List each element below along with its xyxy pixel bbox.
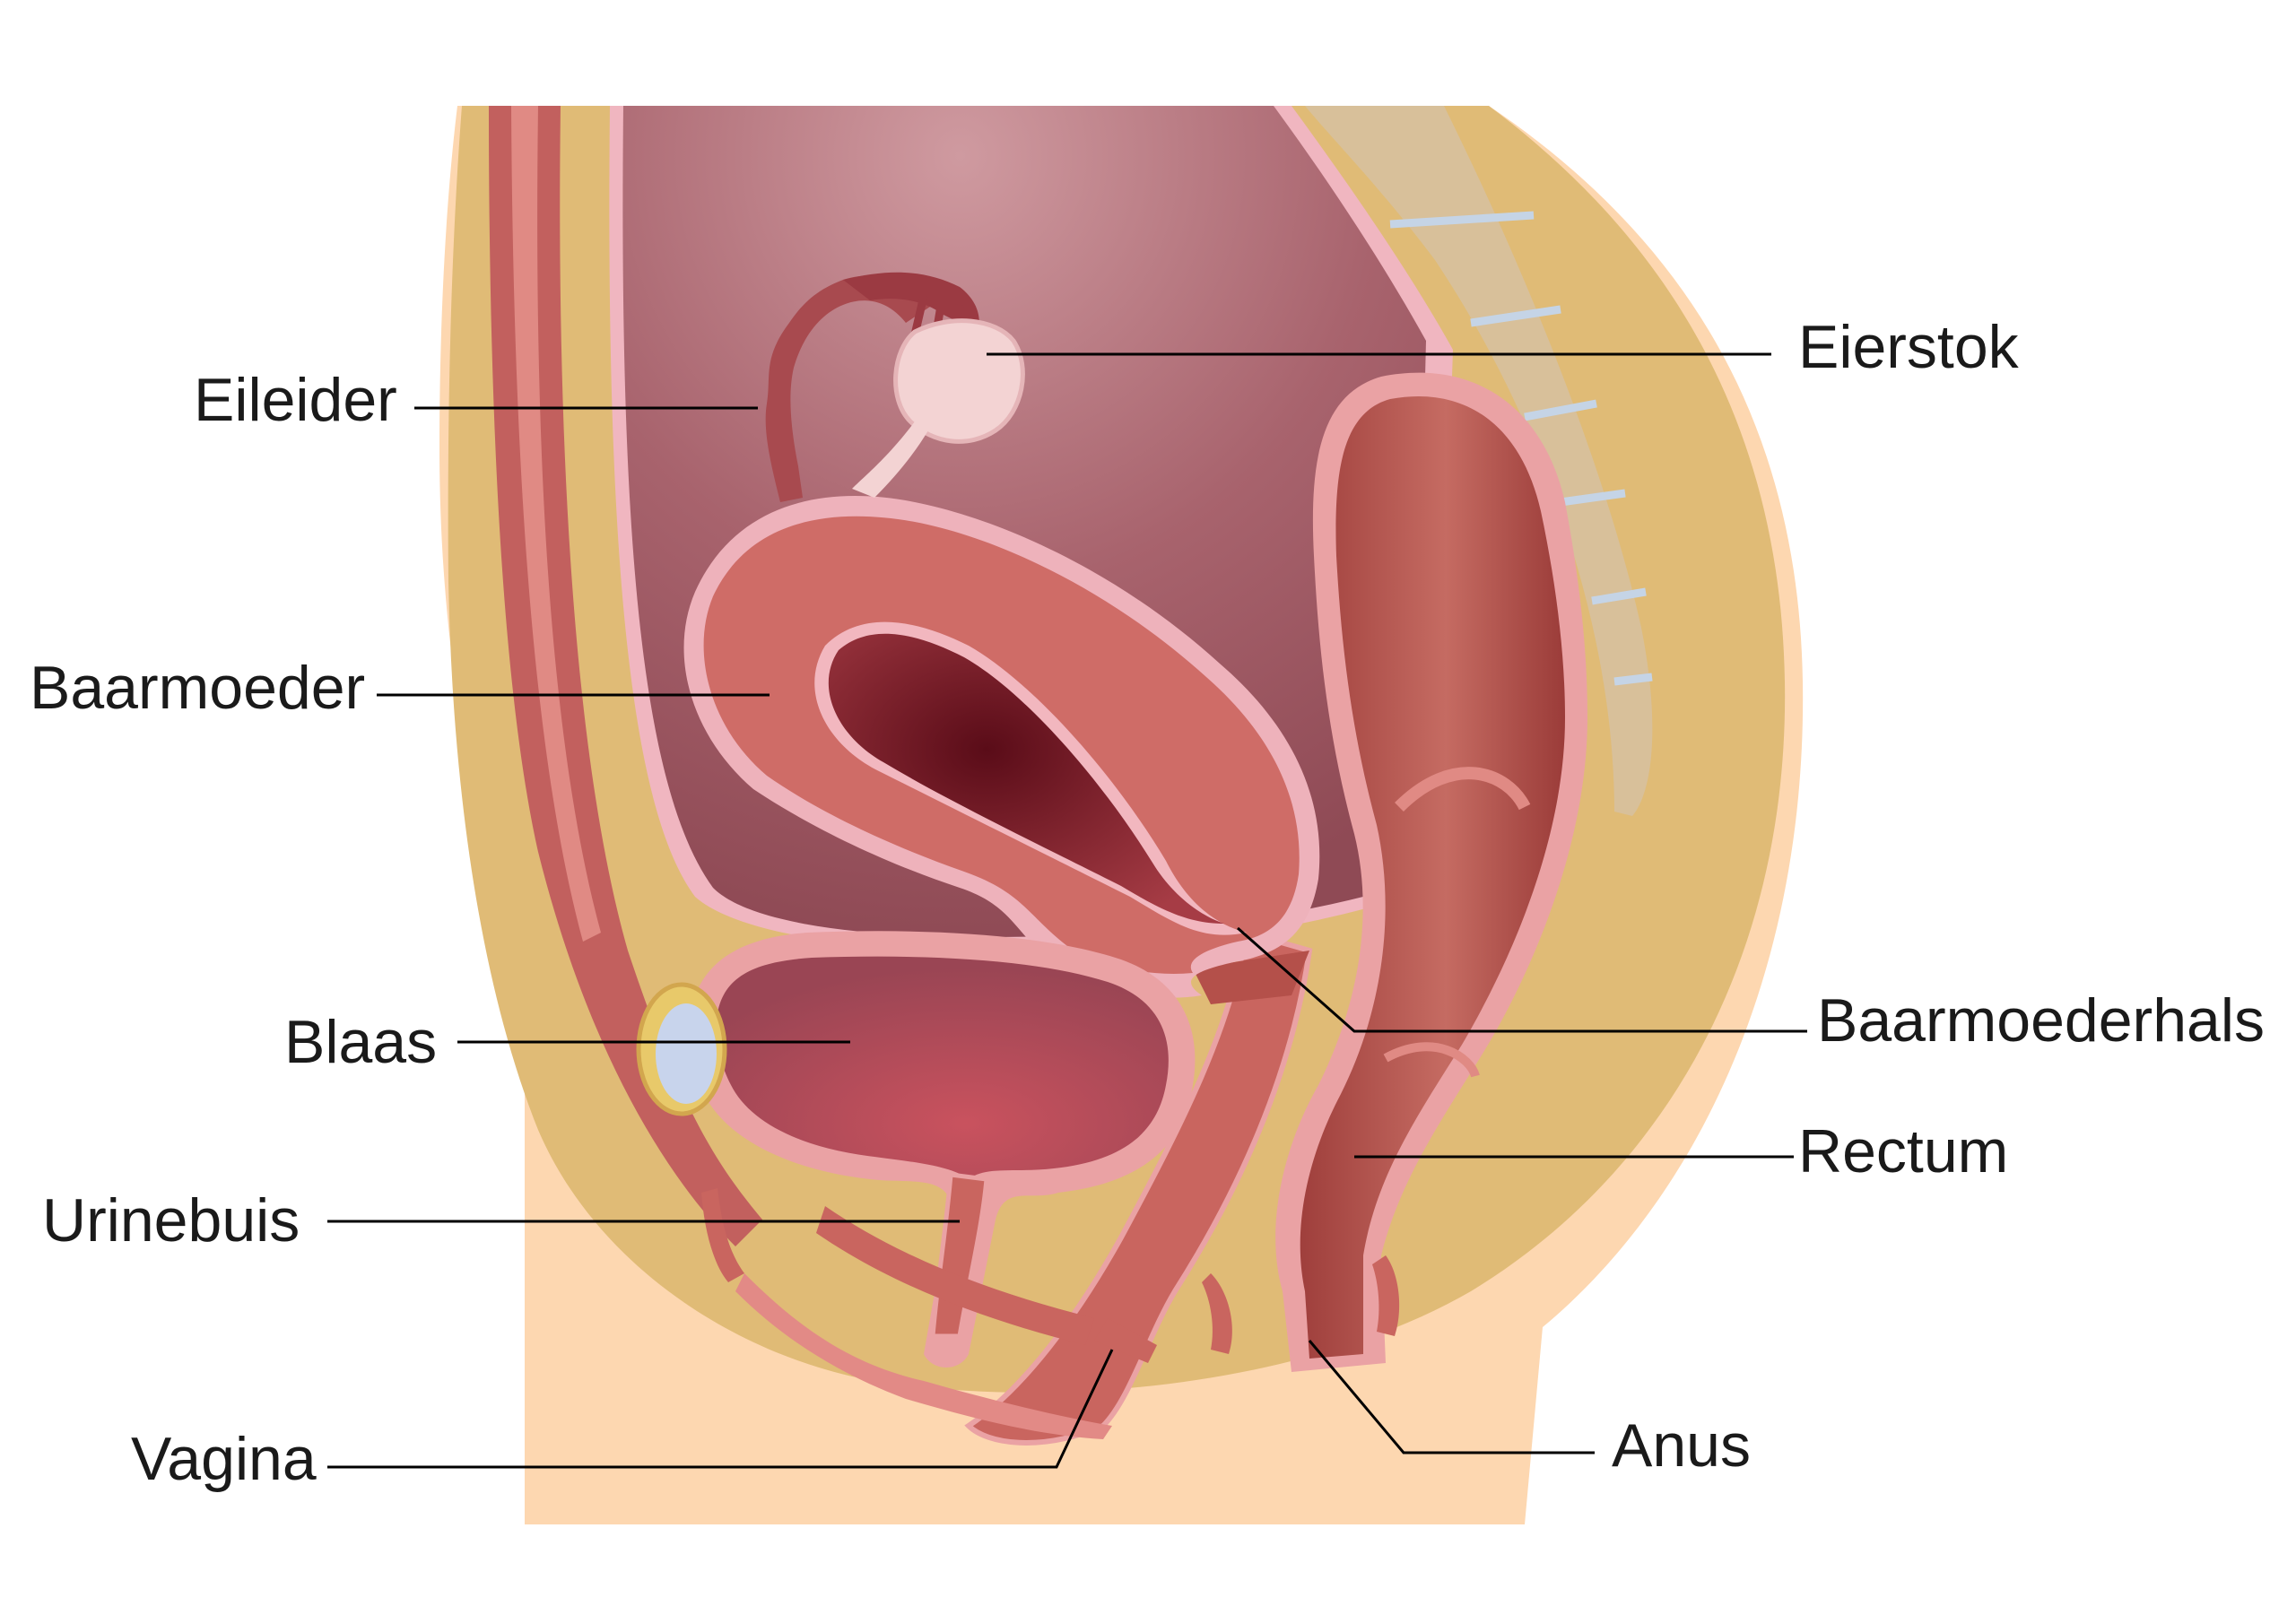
label-eileider: Eileider bbox=[194, 366, 397, 434]
label-baarmoederhals: Baarmoederhals bbox=[1817, 986, 2265, 1055]
label-eierstok: Eierstok bbox=[1798, 313, 2019, 381]
baarmoederhals-line bbox=[1237, 926, 1807, 1033]
spine bbox=[1305, 106, 1653, 816]
label-rectum: Rectum bbox=[1798, 1117, 2009, 1185]
pelvic-floor-muscle bbox=[701, 1188, 744, 1282]
label-vagina: Vagina bbox=[131, 1425, 317, 1493]
label-blaas: Blaas bbox=[284, 1008, 438, 1076]
abdominal-muscle bbox=[489, 106, 762, 1246]
label-anus: Anus bbox=[1612, 1411, 1751, 1480]
leader-lines bbox=[327, 352, 1807, 1469]
rectum bbox=[1300, 395, 1565, 1359]
label-urinebuis: Urinebuis bbox=[42, 1186, 300, 1255]
ovary bbox=[893, 318, 1025, 444]
vagina bbox=[964, 929, 1313, 1446]
fallopian-tube bbox=[765, 275, 933, 502]
anus-line bbox=[1308, 1340, 1595, 1454]
bladder bbox=[717, 956, 1169, 1179]
vagina-line bbox=[327, 1349, 1114, 1469]
label-baarmoeder: Baarmoeder bbox=[30, 654, 366, 722]
